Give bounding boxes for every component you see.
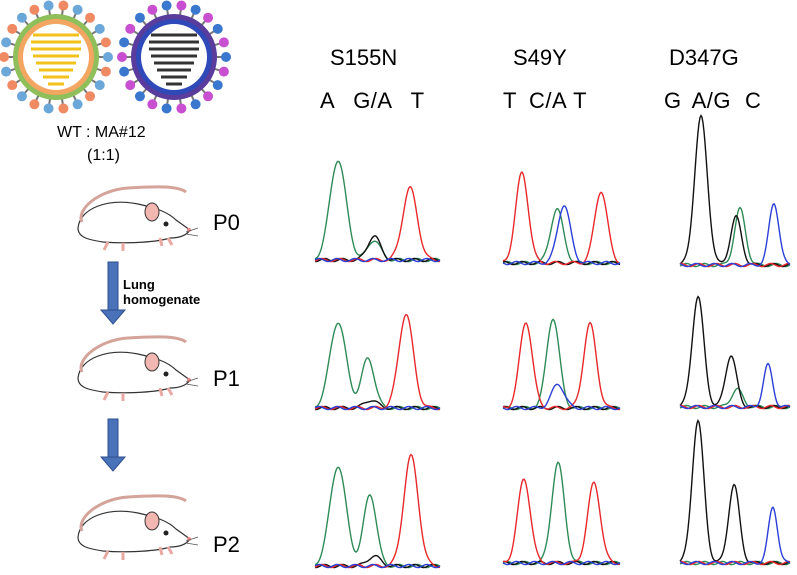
mouse-p2-icon	[77, 494, 199, 560]
trace-a	[314, 322, 441, 411]
chromatogram-panel	[679, 419, 791, 566]
transfer-label-line-2: homogenate	[123, 292, 201, 307]
chromatogram-panel	[502, 318, 621, 411]
trace-a	[314, 466, 441, 569]
chromatogram-panel	[314, 160, 441, 263]
chromatogram-panel	[679, 295, 791, 410]
trace-t	[502, 171, 621, 266]
trace-a	[679, 206, 791, 268]
trace-a	[502, 207, 621, 266]
trace-g	[679, 419, 791, 566]
trace-c	[502, 383, 621, 411]
mouse-p0-icon	[77, 185, 199, 251]
trace-t	[314, 185, 441, 263]
trace-c	[314, 405, 441, 411]
trace-a	[679, 387, 791, 410]
trace-t	[314, 313, 441, 411]
trace-g	[679, 114, 791, 268]
trace-c	[679, 362, 791, 410]
trace-c	[314, 257, 441, 263]
trace-c	[502, 205, 621, 266]
trace-c	[502, 560, 621, 566]
trace-g	[314, 400, 441, 411]
trace-g	[314, 554, 441, 569]
trace-g	[314, 235, 441, 263]
virus-label: WT : MA#12	[57, 124, 146, 141]
transfer-arrow-1-icon	[99, 261, 127, 325]
transfer-label-line-1: Lung	[123, 277, 155, 292]
transfer-label: Lung homogenate	[123, 277, 200, 307]
passage-p1-label: P1	[213, 366, 240, 391]
trace-t	[502, 478, 621, 566]
passage-p2-label: P2	[213, 532, 240, 557]
trace-t	[502, 321, 621, 411]
trace-a	[314, 160, 441, 263]
chromatogram-panel	[314, 313, 441, 411]
wt-virus-icon	[0, 0, 113, 114]
trace-t	[314, 453, 441, 569]
transfer-arrow-2-icon	[99, 418, 127, 472]
trace-a	[502, 461, 621, 566]
trace-c	[679, 506, 791, 566]
passage-p0-label: P0	[213, 210, 240, 235]
mutation-s49y-title: S49Y	[513, 45, 567, 70]
chromatogram-panel	[679, 114, 791, 268]
ratio-label: (1:1)	[87, 147, 120, 164]
chromatogram-panel	[502, 171, 621, 266]
mouse-p1-icon	[77, 335, 199, 401]
mutation-s155n-title: S155N	[330, 45, 398, 70]
trace-a	[679, 560, 791, 566]
trace-c	[679, 202, 791, 268]
chromatogram-panel	[502, 461, 621, 566]
mutation-d347g-title: D347G	[669, 45, 739, 70]
ma12-virus-icon	[117, 0, 231, 114]
chromatogram-panel	[314, 453, 441, 569]
trace-c	[314, 563, 441, 569]
